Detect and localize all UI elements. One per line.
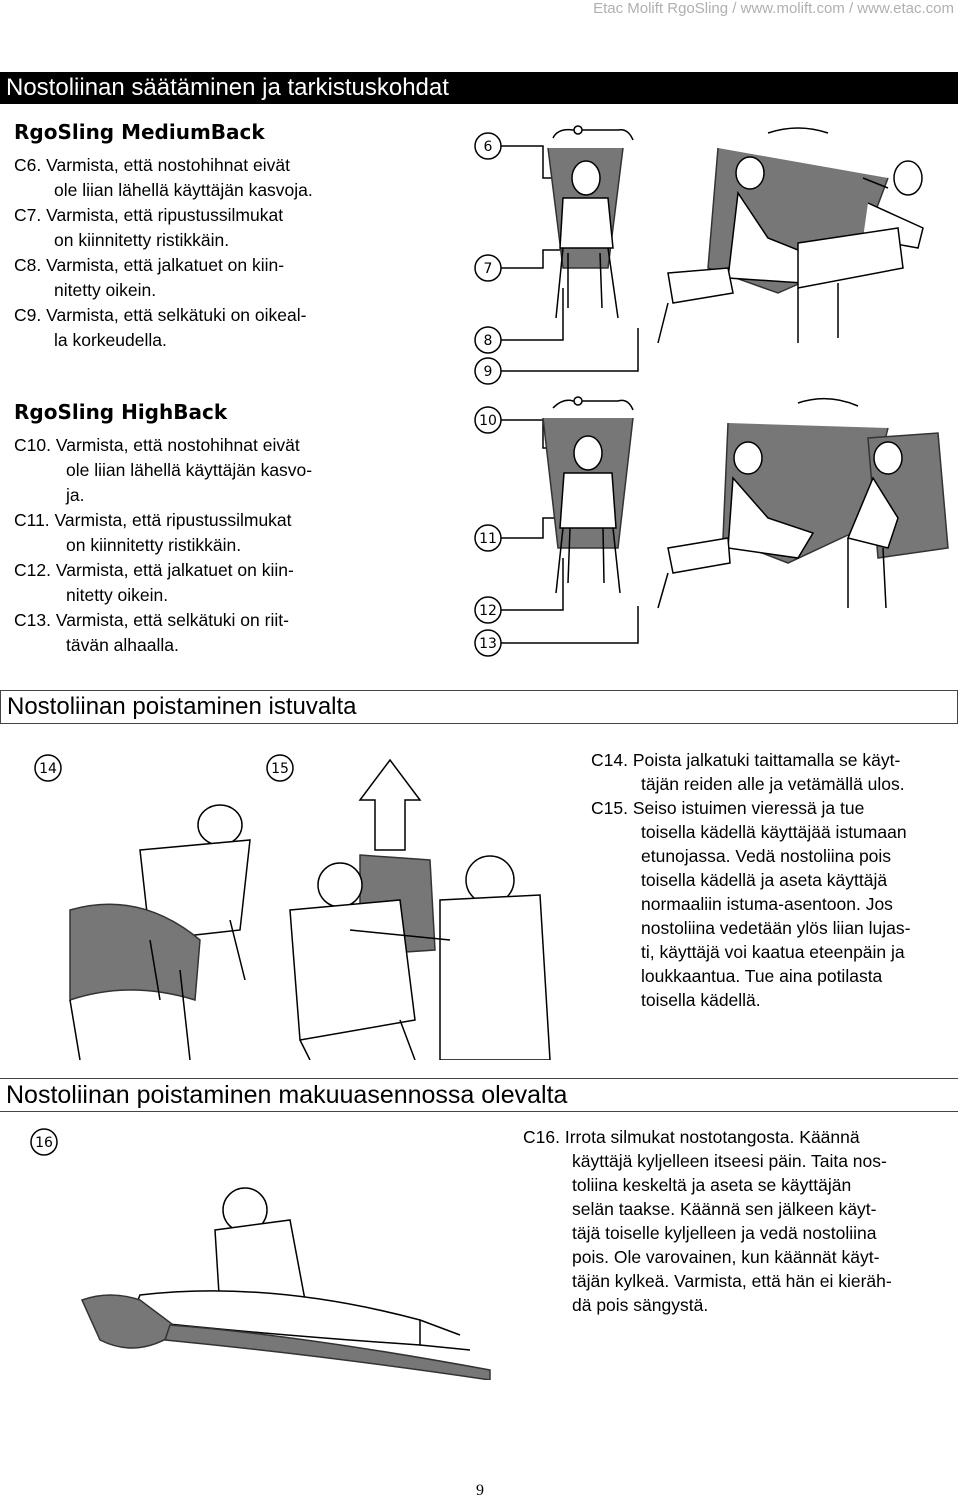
page-header: Etac Molift RgoSling / www.molift.com / … — [593, 0, 954, 17]
item-label: C7. — [14, 205, 42, 225]
item-label: C6. — [14, 155, 42, 175]
item-line: toliina keskeltä ja aseta se käyttäjän — [572, 1175, 852, 1195]
item-line: täjän kylkeä. Varmista, että hän ei kier… — [572, 1271, 892, 1291]
remove-seated-illustrations: 14 15 — [34, 754, 551, 1060]
callout-8: 8 — [484, 333, 493, 349]
pull-sling-figure — [289, 854, 551, 1060]
remove-seated-instructions: C14. Poista jalkatuki taittamalla se käy… — [591, 748, 956, 1012]
item-label: C12. — [14, 560, 51, 580]
section-title-remove-lying: Nostoliinan poistaminen makuuasennossa o… — [0, 1078, 958, 1112]
callout-7: 7 — [484, 261, 493, 277]
item-line: Seiso istuimen vieressä ja tue — [632, 798, 865, 818]
check-item-c8: C8. Varmista, että jalkatuet on kiin- ni… — [14, 253, 434, 303]
instruction-c14: C14. Poista jalkatuki taittamalla se käy… — [591, 748, 956, 796]
item-line: käyttäjä kyljelleen itseesi päin. Taita … — [572, 1151, 887, 1171]
section-title-adjustment: Nostoliinan säätäminen ja tarkistuskohda… — [0, 72, 958, 104]
item-line: Varmista, että selkätuki on riit- — [55, 610, 289, 630]
item-line: on kiinnitetty ristikkäin. — [54, 230, 230, 250]
check-item-c10: C10. Varmista, että nostohihnat eivät ol… — [14, 433, 434, 508]
item-line: ja. — [66, 485, 85, 505]
high-back-heading: RgoSling HighBack — [14, 400, 228, 424]
item-line: nitetty oikein. — [66, 585, 169, 605]
item-label: C16. — [523, 1127, 560, 1147]
item-label: C14. — [591, 750, 628, 770]
callout-9: 9 — [484, 364, 493, 380]
item-line: nitetty oikein. — [54, 280, 157, 300]
item-line: Varmista, että selkätuki on oikeal- — [46, 305, 307, 325]
item-line: dä pois sängystä. — [572, 1295, 709, 1315]
high-back-front-figure — [542, 396, 634, 594]
item-line: Varmista, että ripustussilmukat — [54, 510, 292, 530]
item-line: etunojassa. Vedä nostoliina pois — [641, 846, 892, 866]
item-line: ole liian lähellä käyttäjän kasvoja. — [54, 180, 313, 200]
item-line: Varmista, että nostohihnat eivät — [55, 435, 300, 455]
callout-16: 16 — [35, 1135, 53, 1151]
check-item-c6: C6. Varmista, että nostohihnat eivät ole… — [14, 153, 434, 203]
item-line: Varmista, että nostohihnat eivät — [46, 155, 290, 175]
item-label: C8. — [14, 255, 42, 275]
item-line: toisella kädellä. — [641, 990, 761, 1010]
instruction-c16: C16. Irrota silmukat nostotangosta. Kään… — [523, 1125, 955, 1317]
item-line: Varmista, että jalkatuet on kiin- — [46, 255, 285, 275]
item-line: toisella kädellä ja aseta käyttäjä — [641, 870, 888, 890]
item-line: täjän reiden alle ja vetämällä ulos. — [641, 774, 905, 794]
remove-lying-instructions: C16. Irrota silmukat nostotangosta. Kään… — [523, 1125, 955, 1317]
medium-back-front-figure — [547, 125, 634, 319]
item-line: ole liian lähellä käyttäjän kasvo- — [66, 460, 313, 480]
item-label: C13. — [14, 610, 51, 630]
medium-back-heading: RgoSling MediumBack — [14, 120, 265, 144]
high-back-list: C10. Varmista, että nostohihnat eivät ol… — [14, 433, 434, 658]
item-line: ti, käyttäjä voi kaatua eteenpäin ja — [641, 942, 905, 962]
item-line: nostoliina vedetään ylös liian lujas- — [641, 918, 911, 938]
lying-patient-figure — [80, 1187, 491, 1380]
instruction-c15: C15. Seiso istuimen vieressä ja tue tois… — [591, 796, 956, 1012]
check-item-c12: C12. Varmista, että jalkatuet on kiin- n… — [14, 558, 434, 608]
callout-14: 14 — [39, 761, 57, 777]
medium-back-list: C6. Varmista, että nostohihnat eivät ole… — [14, 153, 434, 353]
section-title-remove-seated: Nostoliinan poistaminen istuvalta — [0, 690, 958, 724]
sling-illustrations: 6 7 8 9 10 11 12 13 — [474, 125, 949, 657]
item-line: loukkaantua. Tue aina potilasta — [641, 966, 883, 986]
item-line: pois. Ole varovainen, kun käännät käyt- — [572, 1247, 880, 1267]
item-line: Irrota silmukat nostotangosta. Käännä — [564, 1127, 860, 1147]
item-line: la korkeudella. — [54, 330, 167, 350]
item-line: on kiinnitetty ristikkäin. — [66, 535, 242, 555]
callout-10: 10 — [479, 413, 497, 429]
callout-6: 6 — [484, 139, 493, 155]
item-label: C11. — [14, 510, 50, 530]
item-line: täjä toiselle kyljelleen ja vedä nostoli… — [572, 1223, 877, 1243]
item-line: tävän alhaalla. — [66, 635, 179, 655]
check-item-c11: C11. Varmista, että ripustussilmukat on … — [14, 508, 434, 558]
item-label: C15. — [591, 798, 628, 818]
up-arrow-icon — [358, 758, 422, 851]
item-line: selän taakse. Käännä sen jälkeen käyt- — [572, 1199, 877, 1219]
check-item-c9: C9. Varmista, että selkätuki on oikeal- … — [14, 303, 434, 353]
check-item-c7: C7. Varmista, että ripustussilmukat on k… — [14, 203, 434, 253]
item-line: normaaliin istuma-asentoon. Jos — [641, 894, 893, 914]
callout-13: 13 — [479, 636, 497, 652]
medium-back-side-figure — [657, 127, 924, 344]
callout-11: 11 — [479, 531, 497, 547]
high-back-side-figure — [657, 397, 949, 609]
remove-footrest-figure — [69, 804, 251, 1060]
check-item-c13: C13. Varmista, että selkätuki on riit- t… — [14, 608, 434, 658]
item-label: C9. — [14, 305, 42, 325]
item-line: toisella kädellä käyttäjää istumaan — [641, 822, 907, 842]
remove-lying-illustration: 16 — [30, 1128, 491, 1380]
item-line: Varmista, että jalkatuet on kiin- — [55, 560, 294, 580]
callout-12: 12 — [479, 603, 497, 619]
item-line: Varmista, että ripustussilmukat — [46, 205, 284, 225]
callout-15: 15 — [271, 761, 289, 777]
page-number: 9 — [476, 1482, 484, 1499]
item-line: Poista jalkatuki taittamalla se käyt- — [632, 750, 901, 770]
item-label: C10. — [14, 435, 51, 455]
